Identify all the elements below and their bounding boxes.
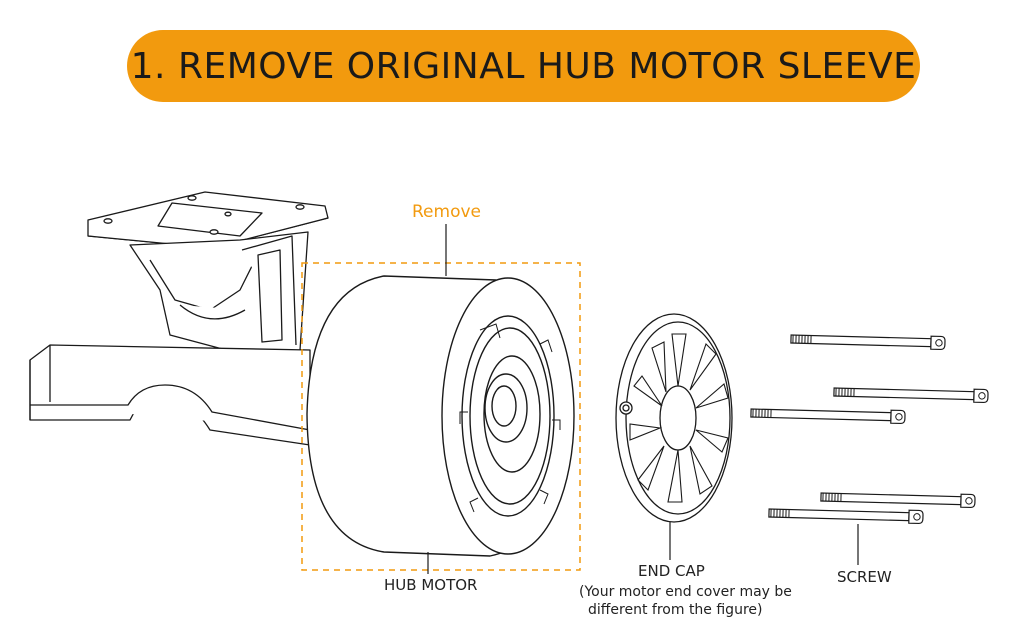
title-banner: 1. REMOVE ORIGINAL HUB MOTOR SLEEVE	[127, 30, 920, 102]
end-cap-note-line-2: different from the figure)	[588, 602, 763, 618]
screw-label: SCREW	[837, 568, 892, 586]
hub-motor-label: HUB MOTOR	[384, 576, 478, 594]
screw-icon	[750, 331, 989, 525]
remove-label: Remove	[412, 202, 481, 222]
truck-icon	[29, 191, 329, 446]
page-title: 1. REMOVE ORIGINAL HUB MOTOR SLEEVE	[130, 45, 917, 87]
remove-box	[301, 262, 581, 571]
hub-motor-icon	[306, 275, 575, 557]
end-cap-label: END CAP	[638, 562, 705, 580]
end-cap-note-line-1: (Your motor end cover may be	[579, 584, 792, 600]
end-cap-icon	[615, 313, 733, 523]
